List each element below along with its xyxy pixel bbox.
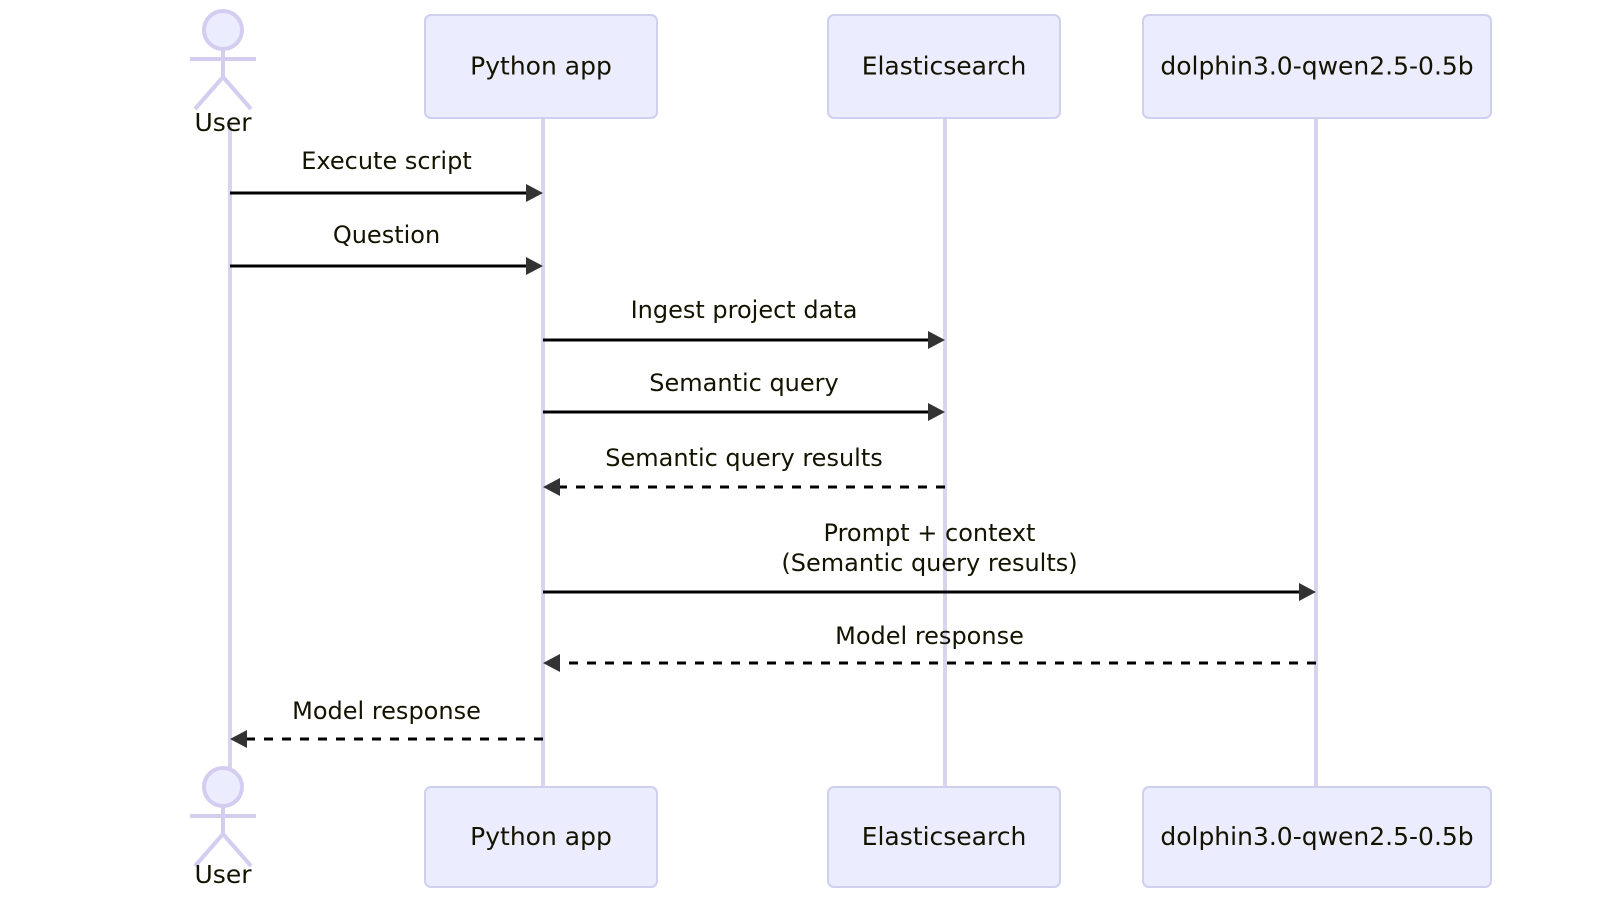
msg-ingest-project-data[interactable]: Ingest project data: [543, 296, 945, 349]
participant-box-llm[interactable]: [1142, 14, 1492, 119]
msg-prompt-context-label-line-0: Prompt + context: [824, 519, 1036, 547]
msg-model-response-llm-label: Model response: [835, 622, 1024, 650]
msg-prompt-context-label: Prompt + context(Semantic query results): [781, 519, 1077, 577]
msg-prompt-context-label-line-1: (Semantic query results): [781, 549, 1077, 577]
actor-leg-left: [193, 832, 225, 868]
participant-elastic[interactable]: Elasticsearch: [827, 786, 1061, 888]
actor-label-user: User: [195, 860, 253, 889]
participant-python[interactable]: Python app: [424, 786, 658, 888]
participant-label-elastic: Elasticsearch: [862, 52, 1027, 81]
msg-execute-script[interactable]: Execute script: [230, 147, 543, 202]
msg-ingest-project-data-arrowhead-icon: [928, 331, 945, 349]
actor-head-icon: [202, 766, 244, 808]
msg-ingest-project-data-label: Ingest project data: [631, 296, 858, 324]
actor-leg-left: [193, 75, 225, 111]
msg-semantic-query[interactable]: Semantic query: [543, 369, 945, 421]
msg-model-response-user-label: Model response: [292, 697, 481, 725]
msg-model-response-llm[interactable]: Model response: [543, 622, 1316, 672]
lifelines-group: [228, 118, 1318, 787]
actor-head-icon: [202, 9, 244, 51]
msg-question-arrowhead-icon: [526, 257, 543, 275]
msg-semantic-query-label: Semantic query: [649, 369, 838, 397]
actor-user-top: User: [190, 9, 256, 137]
msg-model-response-user[interactable]: Model response: [230, 697, 543, 748]
actor-leg-right: [221, 832, 253, 868]
msg-model-response-user-arrowhead-icon: [230, 730, 247, 748]
msg-execute-script-label: Execute script: [301, 147, 471, 175]
participant-headers-bottom: User Python app Elasticsearch dolphin3.0-qw…: [190, 766, 1492, 889]
participant-box-python[interactable]: [424, 14, 658, 119]
msg-question[interactable]: Question: [230, 221, 543, 275]
msg-semantic-query-arrowhead-icon: [928, 403, 945, 421]
participant-headers-top: User Python app Elasticsearch dolphin3.0-qw…: [190, 9, 1492, 137]
msg-semantic-query-results-label: Semantic query results: [605, 444, 883, 472]
participant-label-python: Python app: [470, 822, 612, 851]
participant-box-python[interactable]: [424, 786, 658, 888]
msg-prompt-context-arrowhead-icon: [1299, 583, 1316, 601]
msg-semantic-query-results-arrowhead-icon: [543, 478, 560, 496]
msg-prompt-context[interactable]: Prompt + context(Semantic query results): [543, 519, 1316, 601]
participant-llm[interactable]: dolphin3.0-qwen2.5-0.5b: [1142, 786, 1492, 888]
participant-box-elastic[interactable]: [827, 786, 1061, 888]
participant-elastic[interactable]: Elasticsearch: [827, 14, 1061, 119]
msg-model-response-llm-arrowhead-icon: [543, 654, 560, 672]
actor-label-user: User: [195, 108, 253, 137]
participant-label-llm: dolphin3.0-qwen2.5-0.5b: [1160, 822, 1473, 851]
msg-execute-script-arrowhead-icon: [526, 184, 543, 202]
participant-label-llm: dolphin3.0-qwen2.5-0.5b: [1160, 52, 1473, 81]
msg-semantic-query-results[interactable]: Semantic query results: [543, 444, 945, 496]
msg-question-label: Question: [333, 221, 440, 249]
actor-leg-right: [221, 75, 253, 111]
participant-label-elastic: Elasticsearch: [862, 822, 1027, 851]
actor-user-bottom: User: [190, 766, 256, 889]
participant-box-elastic[interactable]: [827, 14, 1061, 119]
participant-llm[interactable]: dolphin3.0-qwen2.5-0.5b: [1142, 14, 1492, 119]
participant-label-python: Python app: [470, 52, 612, 81]
participant-box-llm[interactable]: [1142, 786, 1492, 888]
participant-python[interactable]: Python app: [424, 14, 658, 119]
